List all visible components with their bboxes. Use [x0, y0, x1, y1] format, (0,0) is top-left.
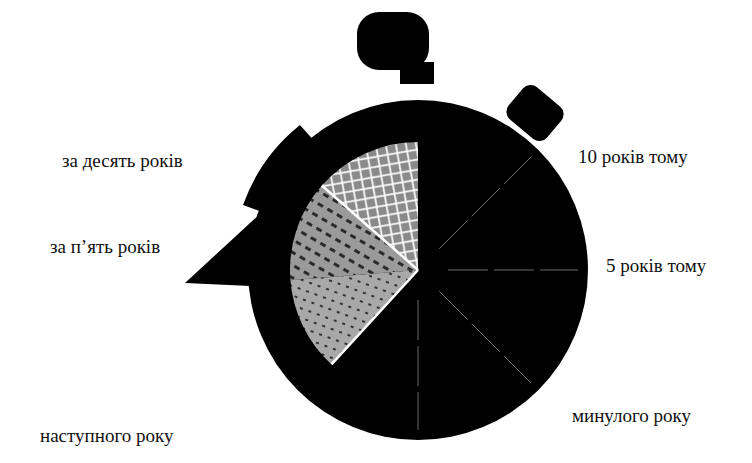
pattern-sector — [290, 186, 418, 281]
time-label: 10 років тому — [578, 146, 688, 169]
divider — [439, 157, 531, 249]
time-label: за десять років — [62, 150, 183, 173]
divider — [332, 270, 418, 364]
pattern-sector — [290, 270, 418, 364]
divider — [439, 291, 531, 383]
divider — [448, 270, 578, 271]
time-label: 5 років тому — [606, 255, 706, 278]
divider — [418, 300, 419, 430]
dial — [248, 100, 588, 440]
divider — [322, 186, 418, 270]
time-label: минулого року — [572, 405, 691, 428]
time-label: наступного року — [40, 425, 173, 448]
time-label: за п’ять років — [50, 236, 160, 259]
crown-button — [357, 12, 429, 70]
